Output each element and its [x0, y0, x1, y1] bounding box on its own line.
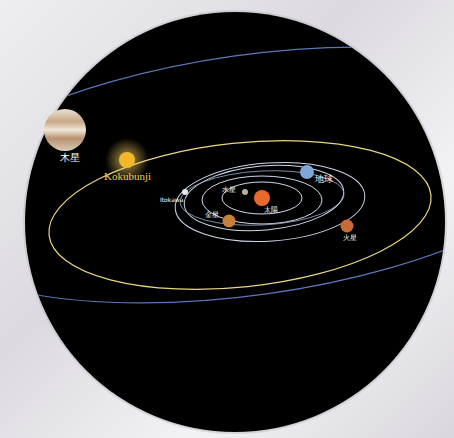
planet-label: 金星	[205, 212, 219, 220]
asteroid-label: Itokawa	[160, 197, 183, 204]
sun-label: 太陽	[264, 207, 278, 215]
planet-label: 水星	[222, 187, 236, 195]
asteroid-label: Kokubunji	[104, 170, 151, 182]
planet-label: 地球	[315, 175, 333, 185]
planet-label: 木星	[60, 152, 80, 163]
planet-label: 火星	[343, 235, 357, 243]
